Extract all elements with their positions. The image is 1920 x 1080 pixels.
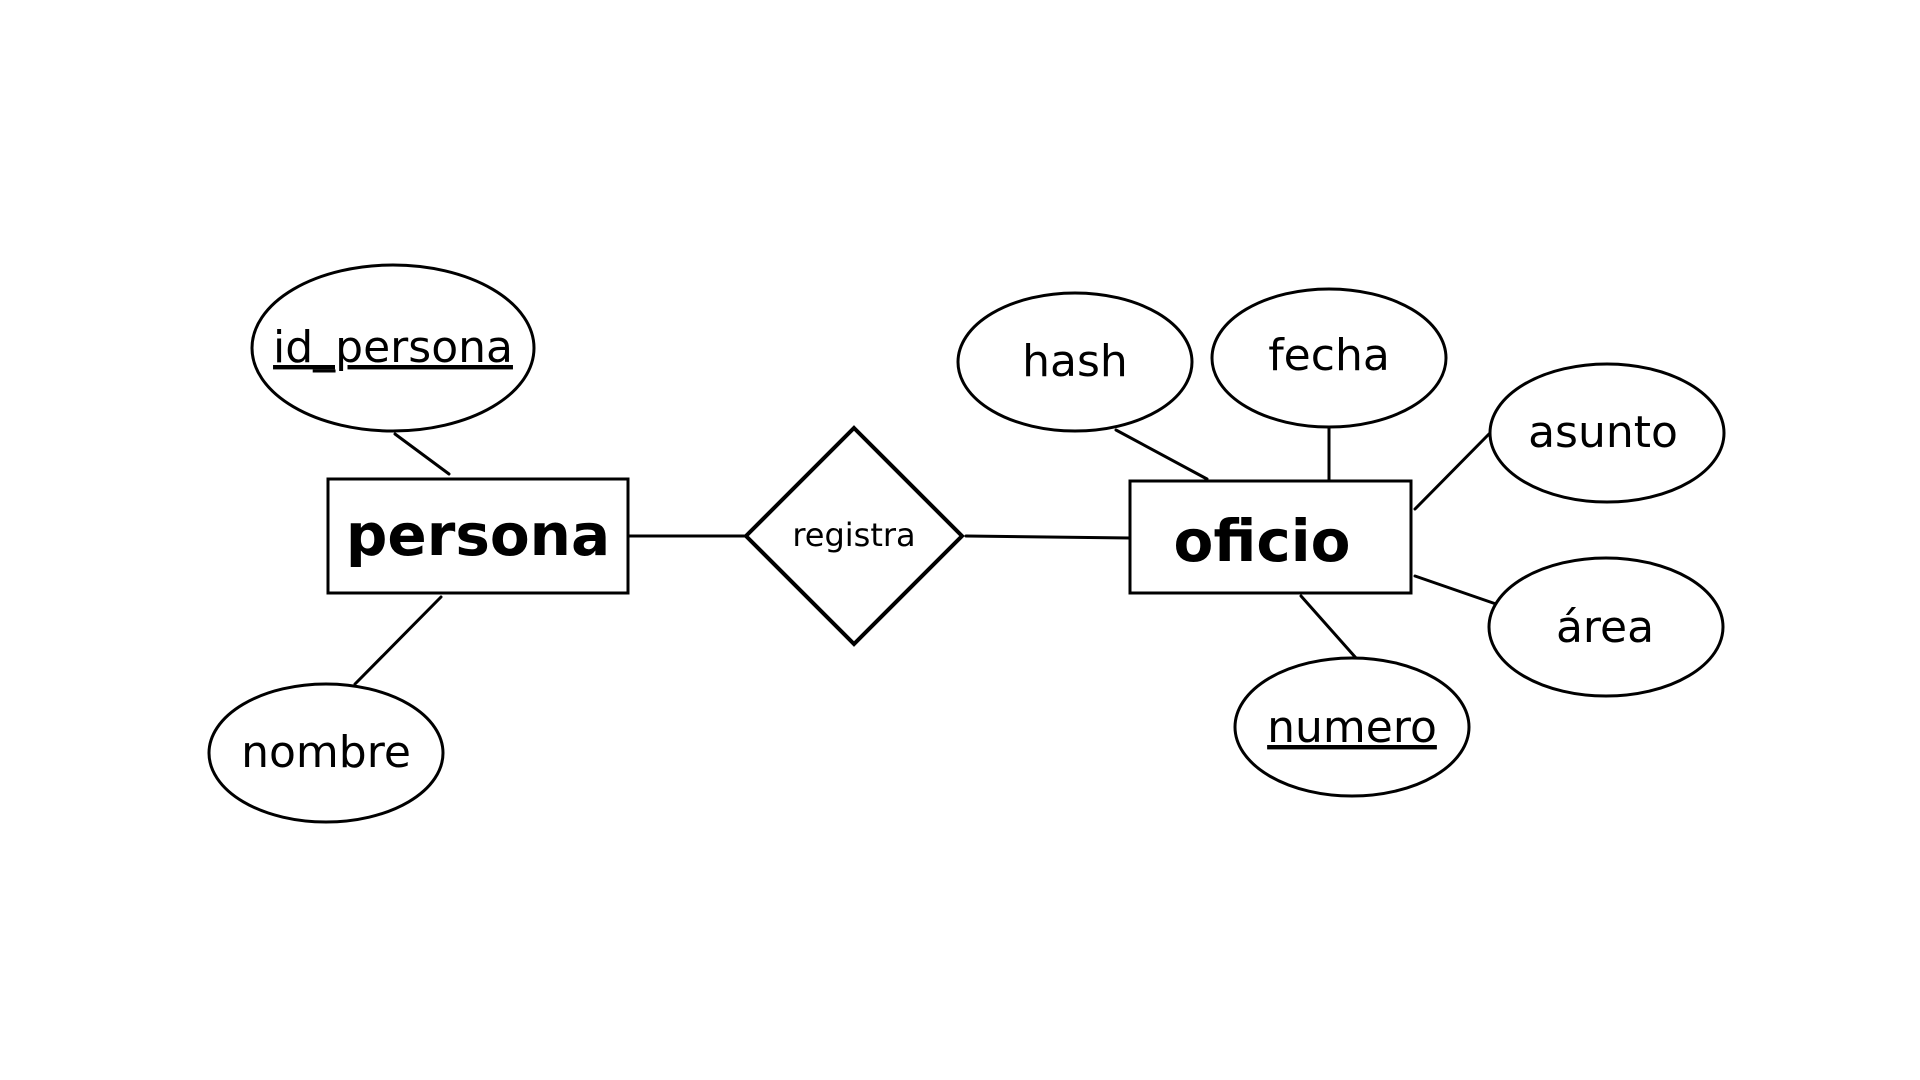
attribute-asunto-label: asunto — [1528, 407, 1678, 458]
attribute-asunto-ellipse — [1488, 362, 1726, 504]
relationship-registra[interactable]: registra — [743, 425, 965, 647]
edge-persona-nombre — [353, 595, 443, 686]
edge-persona-id-persona — [393, 432, 451, 476]
edge-registra-oficio — [964, 534, 1132, 540]
edge-oficio-area — [1413, 574, 1498, 606]
attribute-fecha-label: fecha — [1268, 330, 1390, 381]
attribute-hash-label: hash — [1022, 336, 1128, 387]
entity-persona-label: persona — [346, 501, 610, 569]
entity-oficio-box — [1128, 479, 1413, 595]
edge-oficio-numero — [1299, 594, 1358, 660]
entity-persona-box — [326, 477, 630, 595]
attribute-fecha[interactable]: fecha — [1210, 287, 1448, 429]
attribute-numero[interactable]: numero — [1233, 656, 1471, 798]
entity-persona[interactable]: persona — [326, 477, 630, 595]
attribute-nombre-label: nombre — [241, 727, 411, 778]
relationship-registra-diamond — [743, 425, 965, 647]
attribute-numero-label: numero — [1267, 702, 1437, 753]
attribute-area-label: área — [1556, 602, 1654, 653]
attribute-numero-ellipse — [1233, 656, 1471, 798]
attribute-area-ellipse — [1487, 556, 1725, 698]
attribute-id-persona-ellipse — [250, 263, 536, 433]
relationship-registra-label: registra — [792, 516, 915, 554]
attribute-asunto[interactable]: asunto — [1488, 362, 1726, 504]
attribute-fecha-ellipse — [1210, 287, 1448, 429]
attribute-hash[interactable]: hash — [956, 291, 1194, 433]
entity-oficio[interactable]: oficio — [1128, 479, 1413, 595]
edge-oficio-asunto — [1413, 432, 1491, 511]
entity-oficio-label: oficio — [1174, 507, 1351, 575]
attribute-id-persona-label: id_persona — [273, 322, 513, 373]
attribute-nombre[interactable]: nombre — [207, 682, 445, 824]
attribute-area[interactable]: área — [1487, 556, 1725, 698]
edge-oficio-hash — [1114, 428, 1209, 481]
attribute-nombre-ellipse — [207, 682, 445, 824]
attribute-hash-ellipse — [956, 291, 1194, 433]
attribute-id-persona[interactable]: id_persona — [250, 263, 536, 433]
